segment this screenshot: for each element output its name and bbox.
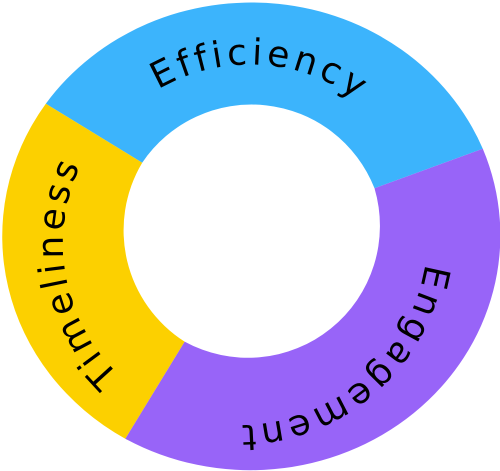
segment-engagement <box>125 148 500 471</box>
segment-efficiency <box>45 2 483 189</box>
segment-timeliness <box>2 103 185 439</box>
